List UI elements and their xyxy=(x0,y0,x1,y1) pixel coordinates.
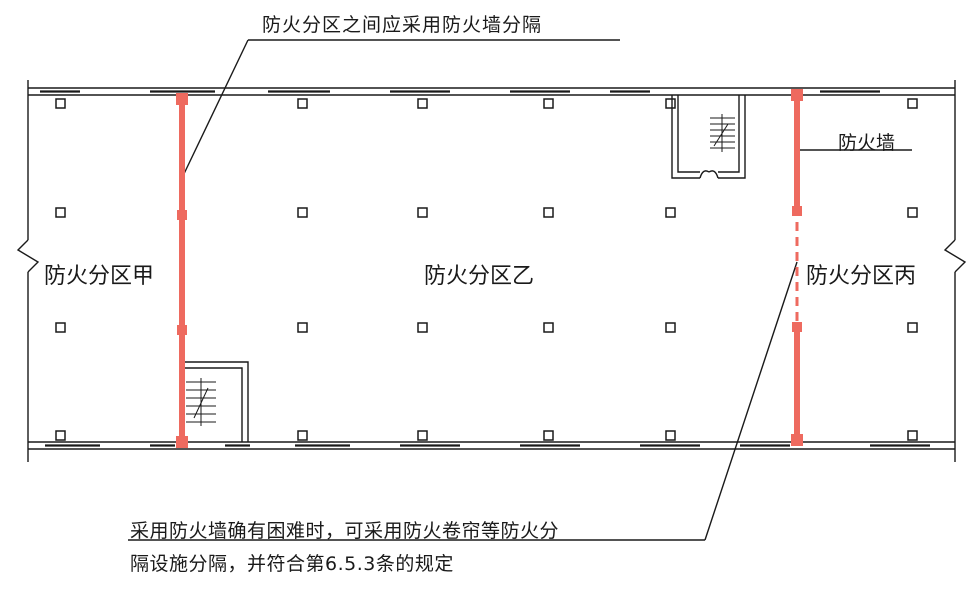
column xyxy=(665,430,676,441)
column xyxy=(297,322,308,333)
column xyxy=(907,207,918,218)
column xyxy=(907,98,918,109)
structural-columns xyxy=(55,98,918,441)
column xyxy=(543,322,554,333)
top-note-label: 防火分区之间应采用防火墙分隔 xyxy=(262,14,543,36)
right-break-line xyxy=(943,100,967,436)
column xyxy=(907,430,918,441)
column xyxy=(665,207,676,218)
column xyxy=(543,98,554,109)
left-break-line xyxy=(16,100,40,436)
column xyxy=(55,207,66,218)
column xyxy=(297,98,308,109)
column xyxy=(55,98,66,109)
column xyxy=(417,98,428,109)
column xyxy=(297,430,308,441)
stair-icon xyxy=(186,378,216,426)
column xyxy=(543,207,554,218)
zone-b-label: 防火分区乙 xyxy=(424,264,535,289)
top-stair-enclosure xyxy=(671,95,746,179)
column xyxy=(417,322,428,333)
bottom-exterior-wall xyxy=(27,436,956,462)
bottom-note-leader-line xyxy=(704,261,798,541)
column xyxy=(417,207,428,218)
bottom-stair-enclosure xyxy=(185,361,249,442)
column xyxy=(665,322,676,333)
zone-a-label: 防火分区甲 xyxy=(44,264,155,289)
column xyxy=(665,98,676,109)
fire-wall-left xyxy=(176,93,188,448)
top-note-leader-line xyxy=(181,39,249,179)
bottom-note-line-1: 采用防火墙确有困难时，可采用防火卷帘等防火分 xyxy=(130,520,560,542)
column xyxy=(55,430,66,441)
stair-icon xyxy=(710,114,735,152)
zone-c-label: 防火分区丙 xyxy=(806,264,917,289)
column xyxy=(907,322,918,333)
bottom-note-line-2: 隔设施分隔，并符合第6.5.3条的规定 xyxy=(130,553,454,575)
column xyxy=(297,207,308,218)
fire-wall-right xyxy=(791,89,803,446)
column xyxy=(543,430,554,441)
column xyxy=(55,322,66,333)
top-exterior-wall xyxy=(27,80,956,100)
column xyxy=(417,430,428,441)
fire-wall-label: 防火墙 xyxy=(838,132,896,154)
